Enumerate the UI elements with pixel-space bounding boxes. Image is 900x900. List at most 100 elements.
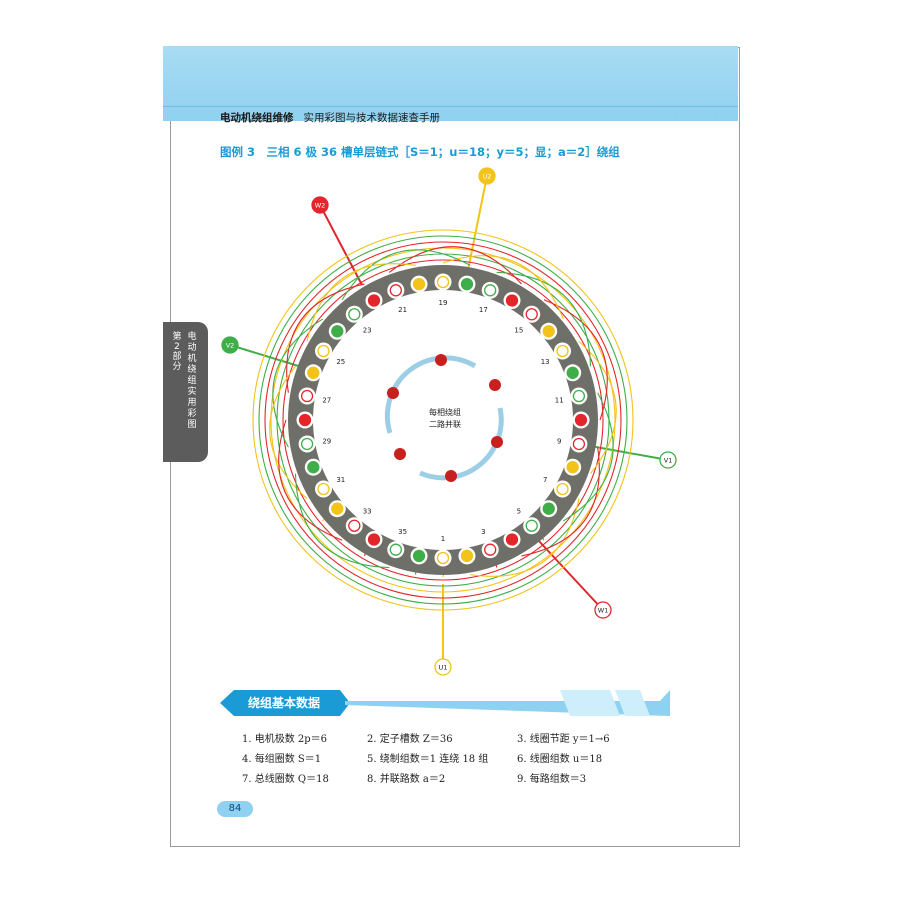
slot-number: 1 [441, 535, 445, 543]
slot-conductor [525, 308, 538, 321]
terminal-w2 [311, 196, 329, 214]
coil-end-outer [286, 283, 365, 393]
connection-ring [282, 259, 604, 581]
slot-conductor [525, 519, 538, 532]
slot-conductor [436, 551, 450, 565]
circuit-node [445, 470, 457, 482]
slot-conductor [348, 519, 361, 532]
terminal-label: V1 [664, 457, 673, 465]
slot-conductor [298, 413, 312, 427]
page-number: 84 [217, 801, 253, 817]
slot-conductor [348, 308, 361, 321]
slot-conductor [556, 482, 569, 496]
header-stripes [660, 110, 738, 120]
slot-conductor [484, 284, 497, 297]
slot-number: 3 [481, 528, 485, 536]
slot-conductor [566, 461, 579, 474]
side-tab[interactable]: 第2部分 电动机绕组实用彩图 [163, 322, 208, 462]
slot-conductor [300, 437, 314, 451]
center-caption-2: 二路并联 [429, 419, 461, 429]
slot-conductor [484, 543, 497, 556]
terminal-label: U1 [439, 664, 448, 672]
param-item: 1. 电机极数 2p＝6 [242, 734, 328, 745]
winding-params: 1. 电机极数 2p＝6 2. 定子槽数 Z＝36 3. 线圈节距 y＝1→6 … [242, 730, 672, 790]
slot-conductor [460, 549, 474, 563]
terminal-label: U2 [483, 173, 492, 181]
coil-end-outer [294, 473, 390, 569]
slot-number: 27 [322, 397, 331, 405]
terminal-label: W1 [598, 607, 609, 615]
param-item: 6. 线圈组数 u＝18 [517, 754, 603, 765]
slot-conductor [556, 344, 569, 358]
circuit-arrow [419, 407, 504, 481]
coil-end-outer [578, 341, 617, 475]
terminal-v1 [659, 451, 677, 469]
slot-conductor [572, 437, 586, 451]
center-caption-1: 每相绕组 [429, 407, 461, 417]
slot-conductor [572, 389, 586, 403]
coil-end-outer [543, 299, 608, 421]
slot-conductor [331, 325, 344, 338]
terminal-u2 [478, 167, 496, 185]
circuit-arrow [384, 355, 477, 434]
params-row: 7. 总线圈数 Q＝18 8. 并联路数 a＝2 9. 每路组数＝3 [242, 770, 672, 790]
figure-title: 图例 3 三相 6 极 36 槽单层链式［S＝1；u＝18；y＝5；显；a＝2］… [220, 145, 620, 159]
terminal-w1 [594, 601, 612, 619]
slot-conductor [542, 502, 555, 515]
side-tab-part: 第2部分 [172, 332, 182, 372]
coil-end-outer [388, 246, 522, 285]
param-item: 4. 每组圈数 S＝1 [242, 754, 322, 765]
circuit-node [394, 448, 406, 460]
params-row: 1. 电机极数 2p＝6 2. 定子槽数 Z＝36 3. 线圈节距 y＝1→6 [242, 730, 672, 750]
coil-end-outer [278, 419, 343, 541]
terminal-v2 [221, 336, 239, 354]
slot-conductor [307, 461, 320, 474]
terminal-u1 [434, 658, 452, 676]
book-title: 电动机绕组维修 [220, 112, 294, 124]
coil-end-outer [341, 249, 471, 301]
coil-end-outer [272, 318, 324, 448]
slot-conductor [412, 277, 426, 291]
slot-number: 17 [479, 306, 488, 314]
terminal-lead [319, 204, 363, 286]
coil-end-outer [562, 392, 614, 522]
connection-ring [252, 229, 634, 611]
connection-ring [258, 235, 628, 605]
coil-end-outer [521, 447, 600, 557]
slot-number: 23 [363, 327, 372, 335]
circuit-node [435, 354, 447, 366]
slot-number: 15 [514, 327, 523, 335]
slot-conductor [505, 533, 519, 546]
terminal-lead [584, 444, 669, 461]
book-subtitle: 实用彩图与技术数据速查手册 [303, 112, 441, 124]
slot-number: 35 [398, 528, 407, 536]
section-banner [220, 690, 670, 716]
slot-conductor [367, 533, 381, 546]
slot-conductor [317, 482, 330, 496]
slot-conductor [460, 277, 474, 291]
connection-ring [270, 247, 616, 593]
slot-conductor [389, 284, 402, 297]
slot-conductor [300, 389, 314, 403]
coil-end-outer [269, 365, 308, 499]
param-item: 8. 并联路数 a＝2 [367, 774, 446, 785]
running-header: 电动机绕组维修实用彩图与技术数据速查手册 [220, 110, 440, 125]
slot-conductor [317, 344, 330, 358]
slot-conductor [412, 549, 426, 563]
slot-conductor [505, 294, 519, 307]
slot-number: 29 [322, 437, 331, 445]
slot-number: 9 [557, 437, 561, 445]
coil-end-outer [496, 271, 592, 367]
slot-conductor [574, 413, 588, 427]
slot-conductor [542, 325, 555, 338]
slot-number: 33 [363, 507, 372, 515]
param-item: 7. 总线圈数 Q＝18 [242, 774, 329, 785]
circuit-node [489, 379, 501, 391]
param-item: 9. 每路组数＝3 [517, 774, 587, 785]
slot-conductor [389, 543, 402, 556]
header-band [163, 46, 738, 121]
param-item: 2. 定子槽数 Z＝36 [367, 734, 453, 745]
section-title: 绕组基本数据 [248, 696, 321, 710]
